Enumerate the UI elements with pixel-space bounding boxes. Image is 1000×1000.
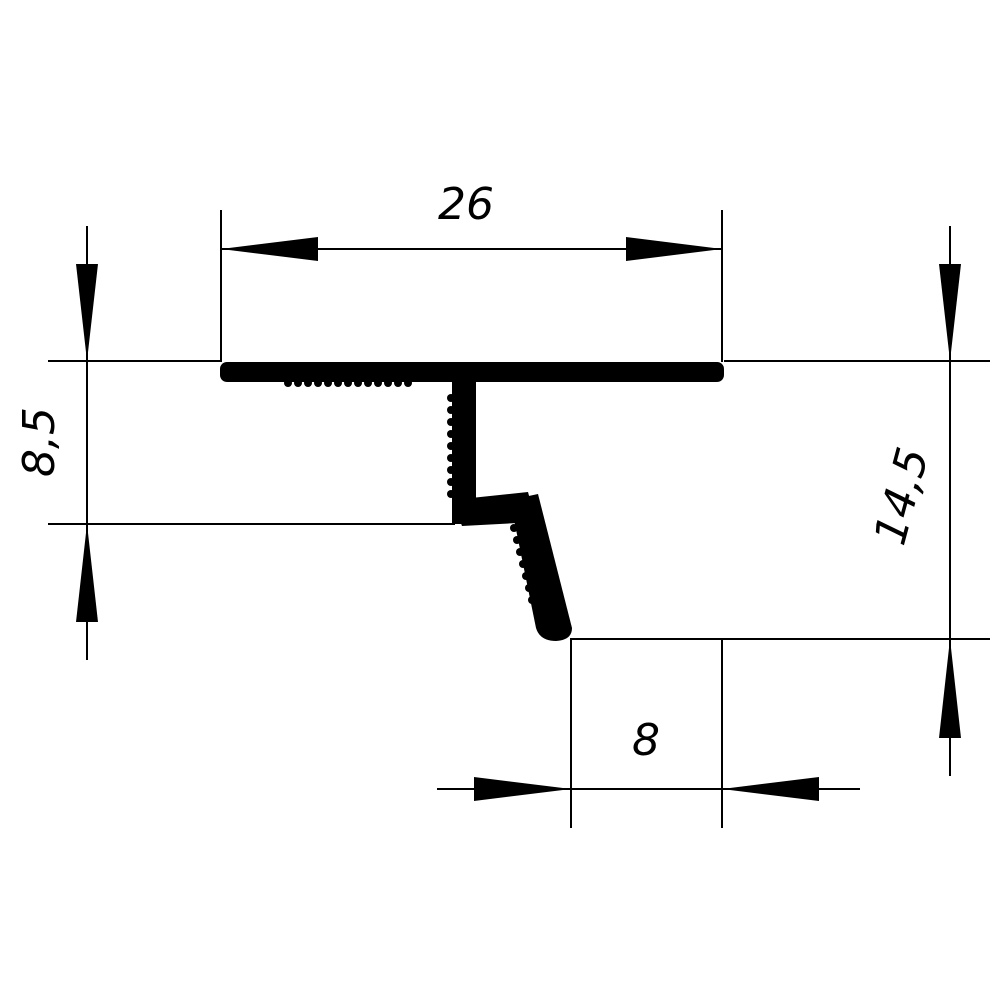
dimension-width-bottom: 8 — [437, 715, 860, 801]
arrow-down-icon — [76, 264, 98, 361]
profile-shape — [220, 362, 724, 641]
extension-lines — [48, 210, 990, 828]
arrow-up-icon — [939, 639, 961, 738]
arrow-down-icon — [939, 264, 961, 361]
arrow-right-icon — [474, 777, 571, 801]
dimension-label-height-right: 14,5 — [865, 442, 940, 550]
arrow-left-icon — [221, 237, 318, 261]
dimension-height-left: 8,5 — [14, 226, 98, 660]
dimension-height-right: 14,5 — [865, 226, 961, 776]
dimension-label-width-bottom: 8 — [632, 715, 660, 766]
dimension-width-top: 26 — [221, 179, 722, 261]
arrow-left-icon — [722, 777, 819, 801]
dimension-label-height-left: 8,5 — [14, 407, 65, 477]
dimension-label-width-top: 26 — [438, 179, 494, 230]
arrow-up-icon — [76, 524, 98, 622]
arrow-right-icon — [626, 237, 722, 261]
